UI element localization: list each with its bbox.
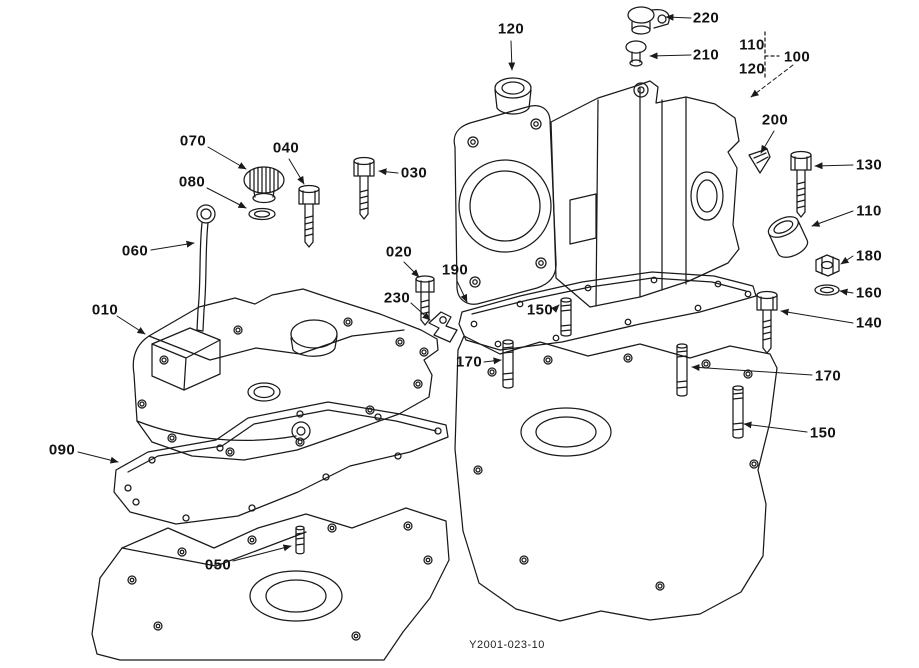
part-gear-case-cover-010: [132, 288, 439, 461]
callout-080: 080: [178, 173, 206, 191]
drawing-code: Y2001-023-10: [469, 639, 545, 651]
callout-160: 160: [855, 284, 883, 302]
callout-210: 210: [692, 46, 720, 64]
callout-030: 030: [400, 164, 428, 182]
callout-120-top: 120: [497, 20, 525, 38]
callout-110-right: 110: [856, 202, 882, 220]
part-cover-gasket-090: [113, 401, 449, 525]
callout-100: 100: [783, 48, 811, 66]
callout-040: 040: [272, 139, 300, 157]
group-bracket-100: [764, 31, 780, 81]
part-washer-160: [814, 284, 840, 296]
part-stud-170-right: [676, 343, 688, 397]
part-pin-050: [295, 525, 305, 555]
part-left-crankcase: [91, 507, 450, 661]
part-bracket-230: [428, 311, 458, 343]
part-right-crankcase: [454, 335, 778, 622]
callout-060: 060: [121, 242, 149, 260]
leader-lines: [77, 13, 854, 562]
part-knob-210: [625, 40, 647, 67]
callout-140: 140: [855, 314, 883, 332]
callout-170-right: 170: [814, 367, 842, 385]
callout-050: 050: [204, 556, 232, 574]
part-bushing-110: [767, 216, 809, 258]
part-plug-200: [748, 148, 771, 174]
callout-150-right: 150: [809, 424, 837, 442]
part-stud-170-left: [502, 339, 514, 389]
part-stud-150-right: [732, 385, 744, 439]
part-bushing-120: [494, 77, 532, 115]
callout-120-group: 120: [738, 60, 766, 78]
callout-020: 020: [385, 243, 413, 261]
callout-110-group: 110: [739, 36, 765, 54]
callout-220: 220: [692, 9, 720, 27]
part-housing-100: [453, 80, 740, 308]
callout-150-left: 150: [526, 301, 554, 319]
part-bolt-040: [298, 184, 320, 248]
callout-180: 180: [855, 247, 883, 265]
callout-230: 230: [383, 289, 411, 307]
part-housing-gasket-190: [458, 271, 757, 351]
part-oring-080: [248, 207, 276, 221]
part-bolt-020: [415, 275, 435, 326]
part-bolt-130: [790, 150, 812, 218]
callout-010: 010: [91, 301, 119, 319]
callout-070: 070: [179, 132, 207, 150]
part-nut-180: [815, 254, 840, 277]
part-bolt-140: [756, 290, 778, 354]
part-cap-070: [243, 166, 285, 204]
part-dipstick-060: [196, 204, 216, 332]
callout-170-left: 170: [455, 353, 483, 371]
callout-200: 200: [761, 111, 789, 129]
callout-090: 090: [48, 441, 76, 459]
callout-190: 190: [441, 261, 469, 279]
part-stud-150-left: [560, 297, 572, 337]
part-breather-cap-220: [627, 6, 670, 35]
callout-130: 130: [855, 156, 883, 174]
part-bolt-030: [353, 156, 375, 220]
